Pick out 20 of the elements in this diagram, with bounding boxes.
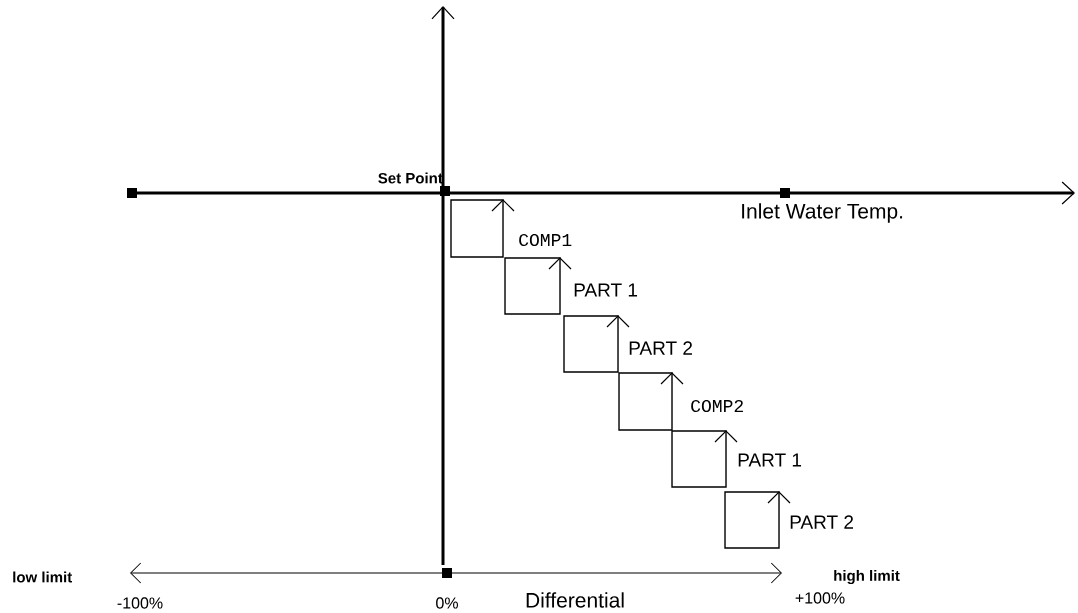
tick-label: -100% [117,597,163,609]
step-box [450,199,515,258]
step-box [504,257,572,315]
limit-label: low limit [13,571,72,583]
step-label: PART 2 [790,515,853,529]
tick-label: 0% [436,597,458,609]
step-box [724,491,791,549]
step-box [563,315,630,373]
step-label: PART 2 [629,341,692,355]
step-label: COMP2 [691,399,743,413]
step-box [618,372,684,431]
axis-label: Set Point [378,172,443,184]
limit-label: high limit [834,570,900,585]
step-box [671,430,738,488]
step-label: COMP1 [519,233,572,247]
step-label: PART 1 [574,283,638,297]
axis-label: Differential [526,592,624,608]
axis-label: Inlet Water Temp. [742,203,903,223]
step-label: PART 1 [738,453,802,467]
tick-label: +100% [795,592,845,604]
